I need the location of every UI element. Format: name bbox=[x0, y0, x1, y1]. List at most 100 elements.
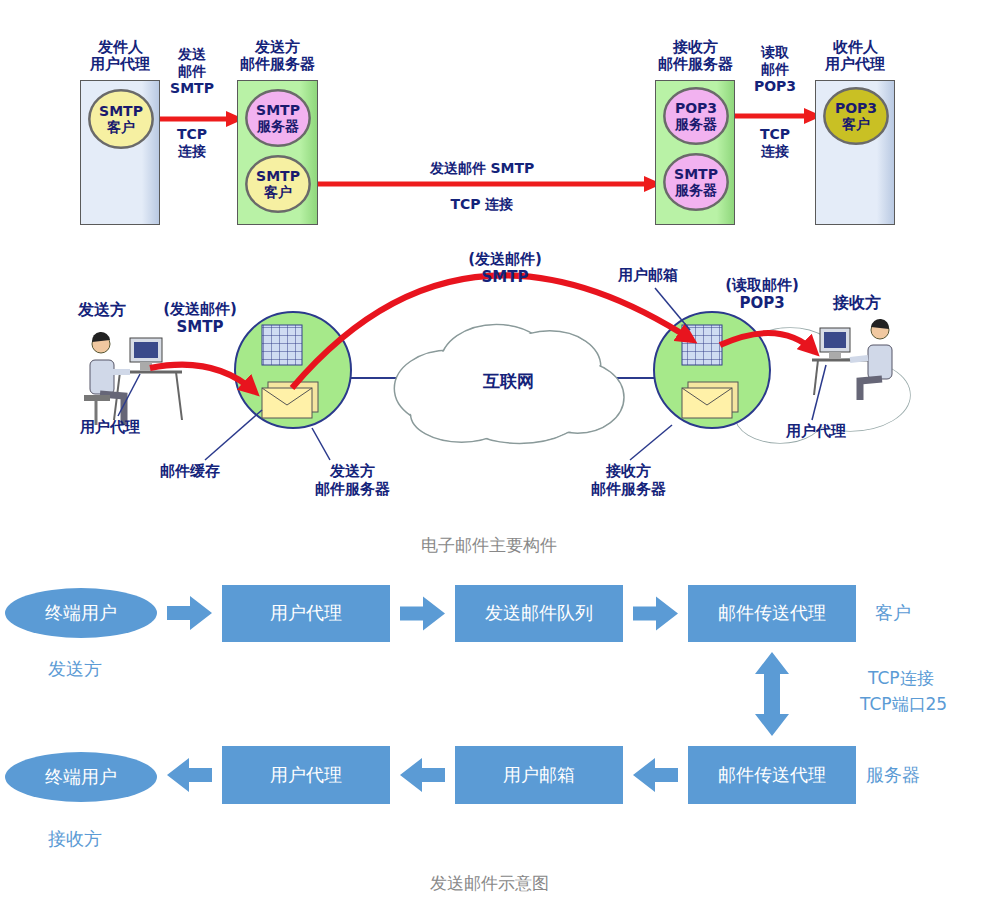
text-line: SMTP bbox=[170, 80, 214, 97]
flow-arrow bbox=[633, 597, 678, 631]
flow-arrow bbox=[167, 596, 212, 630]
annotation-label: 接收方 bbox=[833, 293, 881, 312]
leader-line bbox=[118, 374, 140, 416]
node-label: 发送邮件队列 bbox=[485, 603, 593, 624]
sender-person bbox=[90, 360, 114, 394]
sender-person bbox=[112, 369, 130, 375]
edge-label: 发送 邮件 SMTP bbox=[170, 46, 214, 96]
edge-label: 发送邮件 SMTP bbox=[430, 160, 535, 177]
node-label: SMTP 服务器 bbox=[674, 166, 718, 198]
text-line: SMTP bbox=[674, 166, 718, 182]
program-circle: POP3 客户 bbox=[823, 87, 889, 145]
receiver-server bbox=[682, 388, 732, 405]
component-box: 发送方 邮件服务器SMTP 服务器SMTP 客户 bbox=[237, 80, 318, 225]
receiver-person bbox=[860, 379, 882, 400]
annotation-label: 服务器 bbox=[866, 764, 920, 786]
node-label: 终端用户 bbox=[45, 603, 117, 624]
sender-server bbox=[235, 312, 351, 428]
receiver-server bbox=[682, 325, 722, 365]
box-heading: 发件人 用户代理 bbox=[90, 39, 150, 74]
sender-server bbox=[262, 388, 312, 418]
node-label: 用户邮箱 bbox=[503, 765, 575, 786]
annotation-label: TCP 连接 bbox=[760, 126, 790, 160]
box-heading: 发送方 邮件服务器 bbox=[240, 39, 315, 74]
process-box: 用户代理 bbox=[222, 585, 390, 642]
flow-arrow bbox=[400, 758, 445, 792]
sender-person bbox=[176, 372, 182, 420]
leader-line bbox=[205, 410, 262, 460]
text-line: 服务器 bbox=[674, 182, 718, 198]
program-circle: SMTP 客户 bbox=[88, 89, 154, 149]
box-heading: 接收方 邮件服务器 bbox=[658, 39, 733, 74]
text-line: SMTP bbox=[468, 268, 542, 286]
leader-line bbox=[812, 365, 826, 420]
node-label: POP3 客户 bbox=[835, 100, 877, 132]
text-line: POP3 bbox=[754, 78, 796, 95]
annotation-label: (读取邮件) POP3 bbox=[725, 276, 799, 312]
component-box: 收件人 用户代理POP3 客户 bbox=[815, 80, 895, 225]
text-line: TCP bbox=[177, 126, 207, 143]
program-circle: SMTP 服务器 bbox=[663, 153, 729, 211]
receiver-person bbox=[814, 360, 818, 395]
text-line: (读取邮件) bbox=[725, 276, 799, 294]
text-line: 用户代理 bbox=[825, 56, 885, 73]
receiver-person bbox=[820, 328, 850, 352]
terminal-ellipse: 终端用户 bbox=[5, 752, 157, 802]
text-line: (发送邮件) bbox=[468, 250, 542, 268]
box-heading: 收件人 用户代理 bbox=[825, 39, 885, 74]
mail-flow-arrow bbox=[150, 365, 255, 392]
text-line: 接收方 bbox=[591, 462, 666, 480]
text-line: 读取 bbox=[754, 44, 796, 61]
annotation-label: 接收方 邮件服务器 bbox=[591, 462, 666, 498]
node-label: SMTP 服务器 bbox=[256, 102, 300, 134]
annotation-label: 用户邮箱 bbox=[618, 266, 678, 284]
sender-person bbox=[134, 342, 158, 358]
process-box: 发送邮件队列 bbox=[455, 585, 623, 642]
sender-server bbox=[262, 325, 302, 365]
node-label: POP3 服务器 bbox=[675, 100, 717, 132]
flow-arrow bbox=[755, 652, 789, 736]
sender-person bbox=[92, 332, 110, 342]
node-label: 邮件传送代理 bbox=[718, 603, 826, 624]
text-line: 用户代理 bbox=[90, 56, 150, 73]
annotation-label: 客户 bbox=[875, 602, 911, 624]
flow-arrow bbox=[312, 176, 662, 192]
process-box: 用户代理 bbox=[222, 746, 390, 804]
text-line: 发送 bbox=[170, 46, 214, 63]
receiver-person bbox=[850, 358, 868, 360]
text-line: 发件人 bbox=[90, 39, 150, 56]
leader-line bbox=[655, 288, 690, 330]
text-line: 客户 bbox=[256, 184, 300, 200]
sender-server bbox=[235, 312, 351, 428]
leader-line bbox=[118, 288, 826, 460]
text-line: POP3 bbox=[675, 100, 717, 116]
annotation-label: TCP端口25 bbox=[860, 694, 947, 714]
text-line: TCP bbox=[760, 126, 790, 143]
edge-label: 读取 邮件 POP3 bbox=[754, 44, 796, 94]
annotation-label: (发送邮件) SMTP bbox=[468, 250, 542, 286]
annotation-label: 发送方 邮件服务器 bbox=[315, 462, 390, 498]
text-line: 发送方 bbox=[240, 39, 315, 56]
text-line: POP3 bbox=[835, 100, 877, 116]
leader-line bbox=[630, 425, 672, 460]
text-line: 客户 bbox=[835, 116, 877, 132]
node-label: 用户代理 bbox=[270, 765, 342, 786]
text-line: 邮件服务器 bbox=[591, 480, 666, 498]
component-box: 接收方 邮件服务器POP3 服务器SMTP 服务器 bbox=[655, 80, 735, 225]
text-line: SMTP bbox=[99, 103, 143, 119]
program-circle: SMTP 客户 bbox=[245, 155, 311, 213]
receiver-person bbox=[871, 319, 889, 329]
process-box: 邮件传送代理 bbox=[688, 585, 856, 642]
network-link bbox=[615, 377, 655, 379]
annotation-label: TCP 连接 bbox=[451, 196, 514, 213]
receiver-person bbox=[824, 332, 846, 348]
text-line: 邮件服务器 bbox=[658, 56, 733, 73]
node-label: 用户代理 bbox=[270, 603, 342, 624]
flow-arrow bbox=[400, 597, 445, 631]
annotation-label: TCP 连接 bbox=[177, 126, 207, 160]
text-line: 邮件 bbox=[754, 61, 796, 78]
annotation-label: TCP连接 bbox=[868, 668, 934, 688]
text-line: POP3 bbox=[725, 294, 799, 312]
annotation-label: 接收方 bbox=[48, 828, 102, 850]
